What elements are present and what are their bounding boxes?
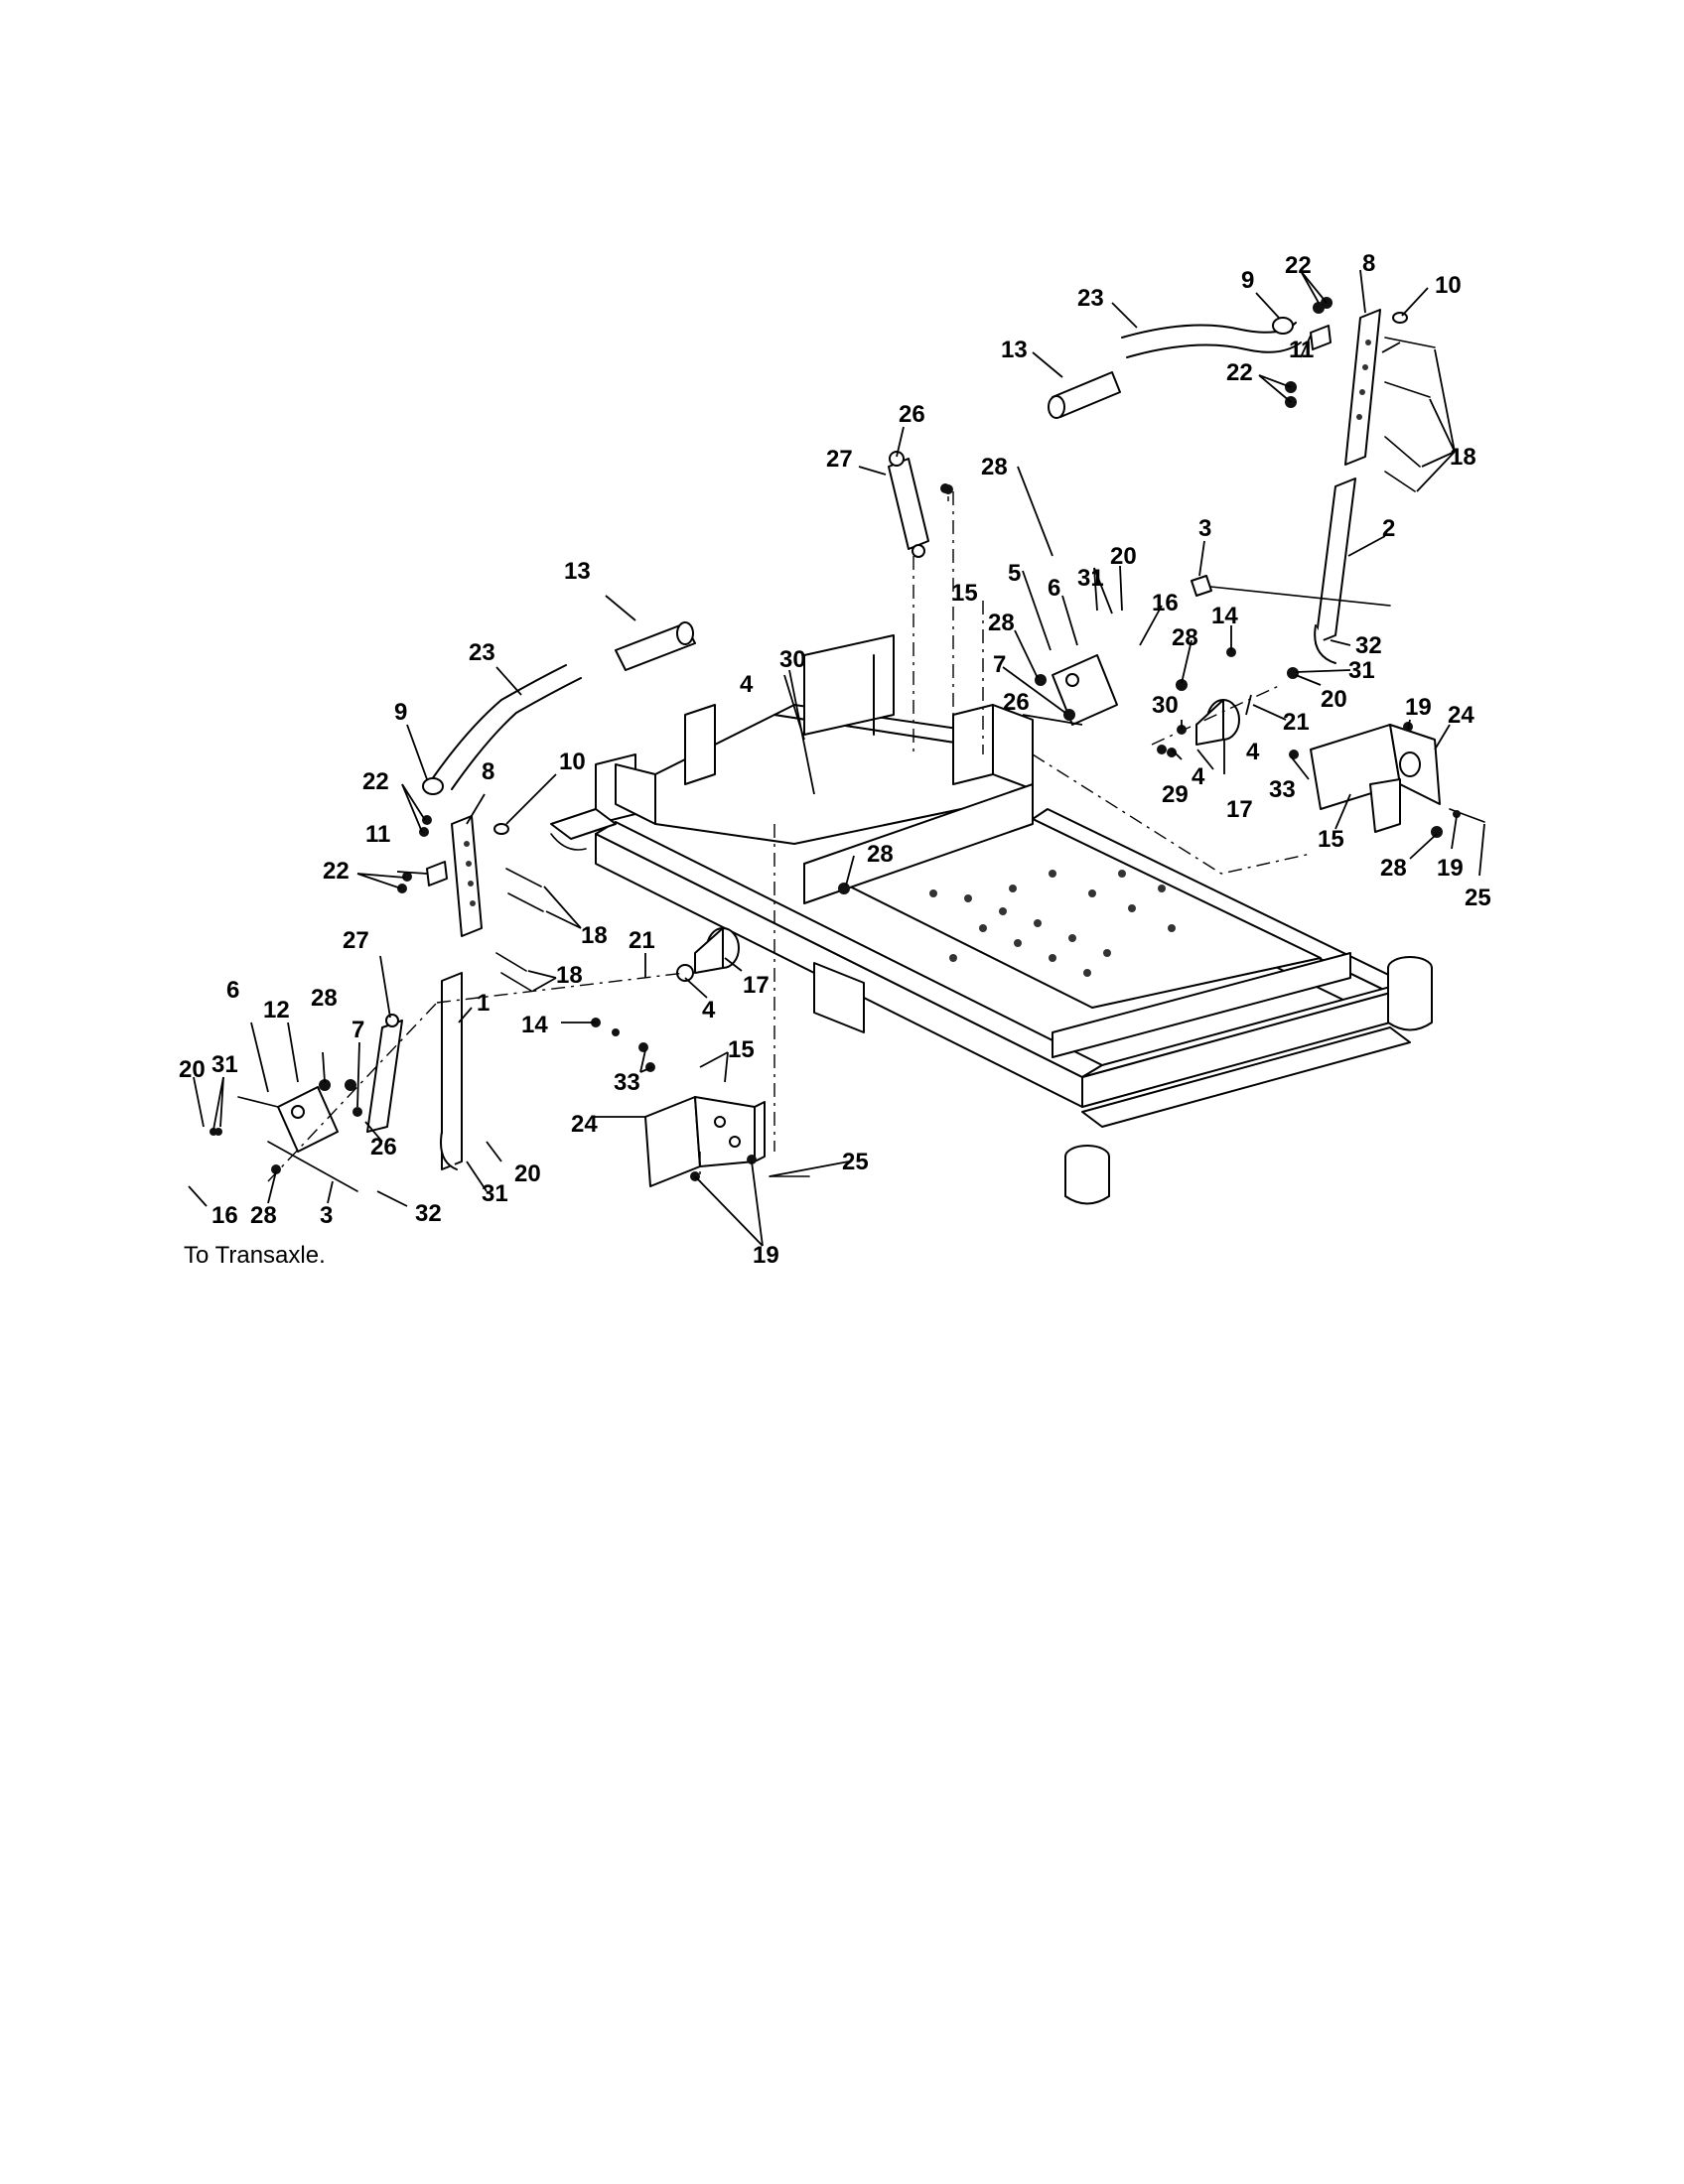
right-lever-assembly bbox=[888, 309, 1485, 833]
callout-4: 4 bbox=[702, 997, 716, 1024]
callout-28: 28 bbox=[311, 985, 338, 1012]
callout-23: 23 bbox=[469, 639, 495, 666]
callout-19: 19 bbox=[1437, 855, 1464, 882]
callout-29: 29 bbox=[1162, 781, 1189, 808]
callout-28: 28 bbox=[867, 841, 894, 868]
callout-2: 2 bbox=[1382, 515, 1395, 542]
callout-28: 28 bbox=[1380, 855, 1407, 882]
callout-30: 30 bbox=[779, 646, 806, 673]
callout-5: 5 bbox=[1008, 560, 1021, 587]
callout-16: 16 bbox=[211, 1202, 238, 1229]
callout-26: 26 bbox=[370, 1134, 397, 1160]
callout-9: 9 bbox=[1241, 267, 1254, 294]
callout-8: 8 bbox=[482, 758, 494, 785]
callout-25: 25 bbox=[842, 1149, 869, 1175]
callout-21: 21 bbox=[629, 927, 655, 954]
leader-lines bbox=[188, 269, 1485, 1247]
hardware-dots bbox=[210, 297, 1461, 1181]
callout-15: 15 bbox=[728, 1036, 755, 1063]
callout-31: 31 bbox=[1348, 657, 1375, 684]
callout-13: 13 bbox=[564, 558, 591, 585]
callout-32: 32 bbox=[415, 1200, 442, 1227]
callout-20: 20 bbox=[179, 1056, 206, 1083]
note-to-transaxle: To Transaxle. bbox=[184, 1242, 326, 1269]
callout-20: 20 bbox=[514, 1160, 541, 1187]
callout-14: 14 bbox=[1211, 603, 1238, 629]
callout-17: 17 bbox=[743, 972, 770, 999]
callout-18: 18 bbox=[581, 922, 608, 949]
callout-16: 16 bbox=[1152, 590, 1179, 616]
callout-6: 6 bbox=[1048, 575, 1060, 602]
callout-1: 1 bbox=[477, 990, 490, 1017]
callout-26: 26 bbox=[1003, 689, 1030, 716]
callout-labels: 22 8 10 9 23 11 13 22 18 26 27 28 3 2 20… bbox=[179, 250, 1491, 1269]
callout-31: 31 bbox=[482, 1180, 508, 1207]
callout-18: 18 bbox=[1450, 444, 1476, 471]
callout-20: 20 bbox=[1110, 543, 1137, 570]
callout-3: 3 bbox=[1198, 515, 1211, 542]
callout-24: 24 bbox=[1448, 702, 1474, 729]
callout-26: 26 bbox=[899, 401, 925, 428]
callout-17: 17 bbox=[1226, 796, 1253, 823]
callout-12: 12 bbox=[263, 997, 290, 1024]
floor-holes bbox=[929, 870, 1176, 977]
callout-33: 33 bbox=[1269, 776, 1296, 803]
callout-25: 25 bbox=[1465, 885, 1491, 911]
assembly-lines bbox=[267, 491, 1312, 1182]
callout-33: 33 bbox=[614, 1069, 640, 1096]
callout-6: 6 bbox=[226, 977, 239, 1004]
callout-10: 10 bbox=[1435, 272, 1462, 299]
callout-11: 11 bbox=[1289, 337, 1314, 363]
callout-7: 7 bbox=[351, 1017, 364, 1043]
callout-4: 4 bbox=[1246, 739, 1260, 765]
callout-15: 15 bbox=[951, 580, 978, 607]
callout-4: 4 bbox=[740, 671, 754, 698]
callout-11: 11 bbox=[365, 821, 390, 848]
callout-22: 22 bbox=[362, 768, 389, 795]
callout-28: 28 bbox=[981, 454, 1008, 480]
callout-31: 31 bbox=[1077, 565, 1104, 592]
callout-21: 21 bbox=[1283, 709, 1310, 736]
callout-27: 27 bbox=[826, 446, 853, 473]
callout-28: 28 bbox=[250, 1202, 277, 1229]
chassis-frame bbox=[550, 634, 1433, 1205]
callout-8: 8 bbox=[1362, 250, 1375, 277]
callout-14: 14 bbox=[521, 1012, 548, 1038]
callout-10: 10 bbox=[559, 749, 586, 775]
callout-30: 30 bbox=[1152, 692, 1179, 719]
callout-9: 9 bbox=[394, 699, 407, 726]
callout-3: 3 bbox=[320, 1202, 333, 1229]
left-lever-assembly bbox=[237, 621, 696, 1192]
callout-22: 22 bbox=[1226, 359, 1253, 386]
callout-18: 18 bbox=[556, 962, 583, 989]
callout-19: 19 bbox=[753, 1242, 779, 1269]
callout-22: 22 bbox=[323, 858, 350, 885]
callout-24: 24 bbox=[571, 1111, 598, 1138]
callout-31: 31 bbox=[211, 1051, 238, 1078]
callout-15: 15 bbox=[1318, 826, 1344, 853]
callout-20: 20 bbox=[1321, 686, 1347, 713]
callout-23: 23 bbox=[1077, 285, 1104, 312]
callout-28: 28 bbox=[988, 610, 1015, 636]
callout-13: 13 bbox=[1001, 337, 1028, 363]
callout-28: 28 bbox=[1172, 624, 1198, 651]
callout-22: 22 bbox=[1285, 252, 1312, 279]
callout-32: 32 bbox=[1355, 632, 1382, 659]
callout-27: 27 bbox=[343, 927, 369, 954]
callout-19: 19 bbox=[1405, 694, 1432, 721]
callout-4: 4 bbox=[1192, 763, 1205, 790]
callout-7: 7 bbox=[993, 651, 1006, 678]
